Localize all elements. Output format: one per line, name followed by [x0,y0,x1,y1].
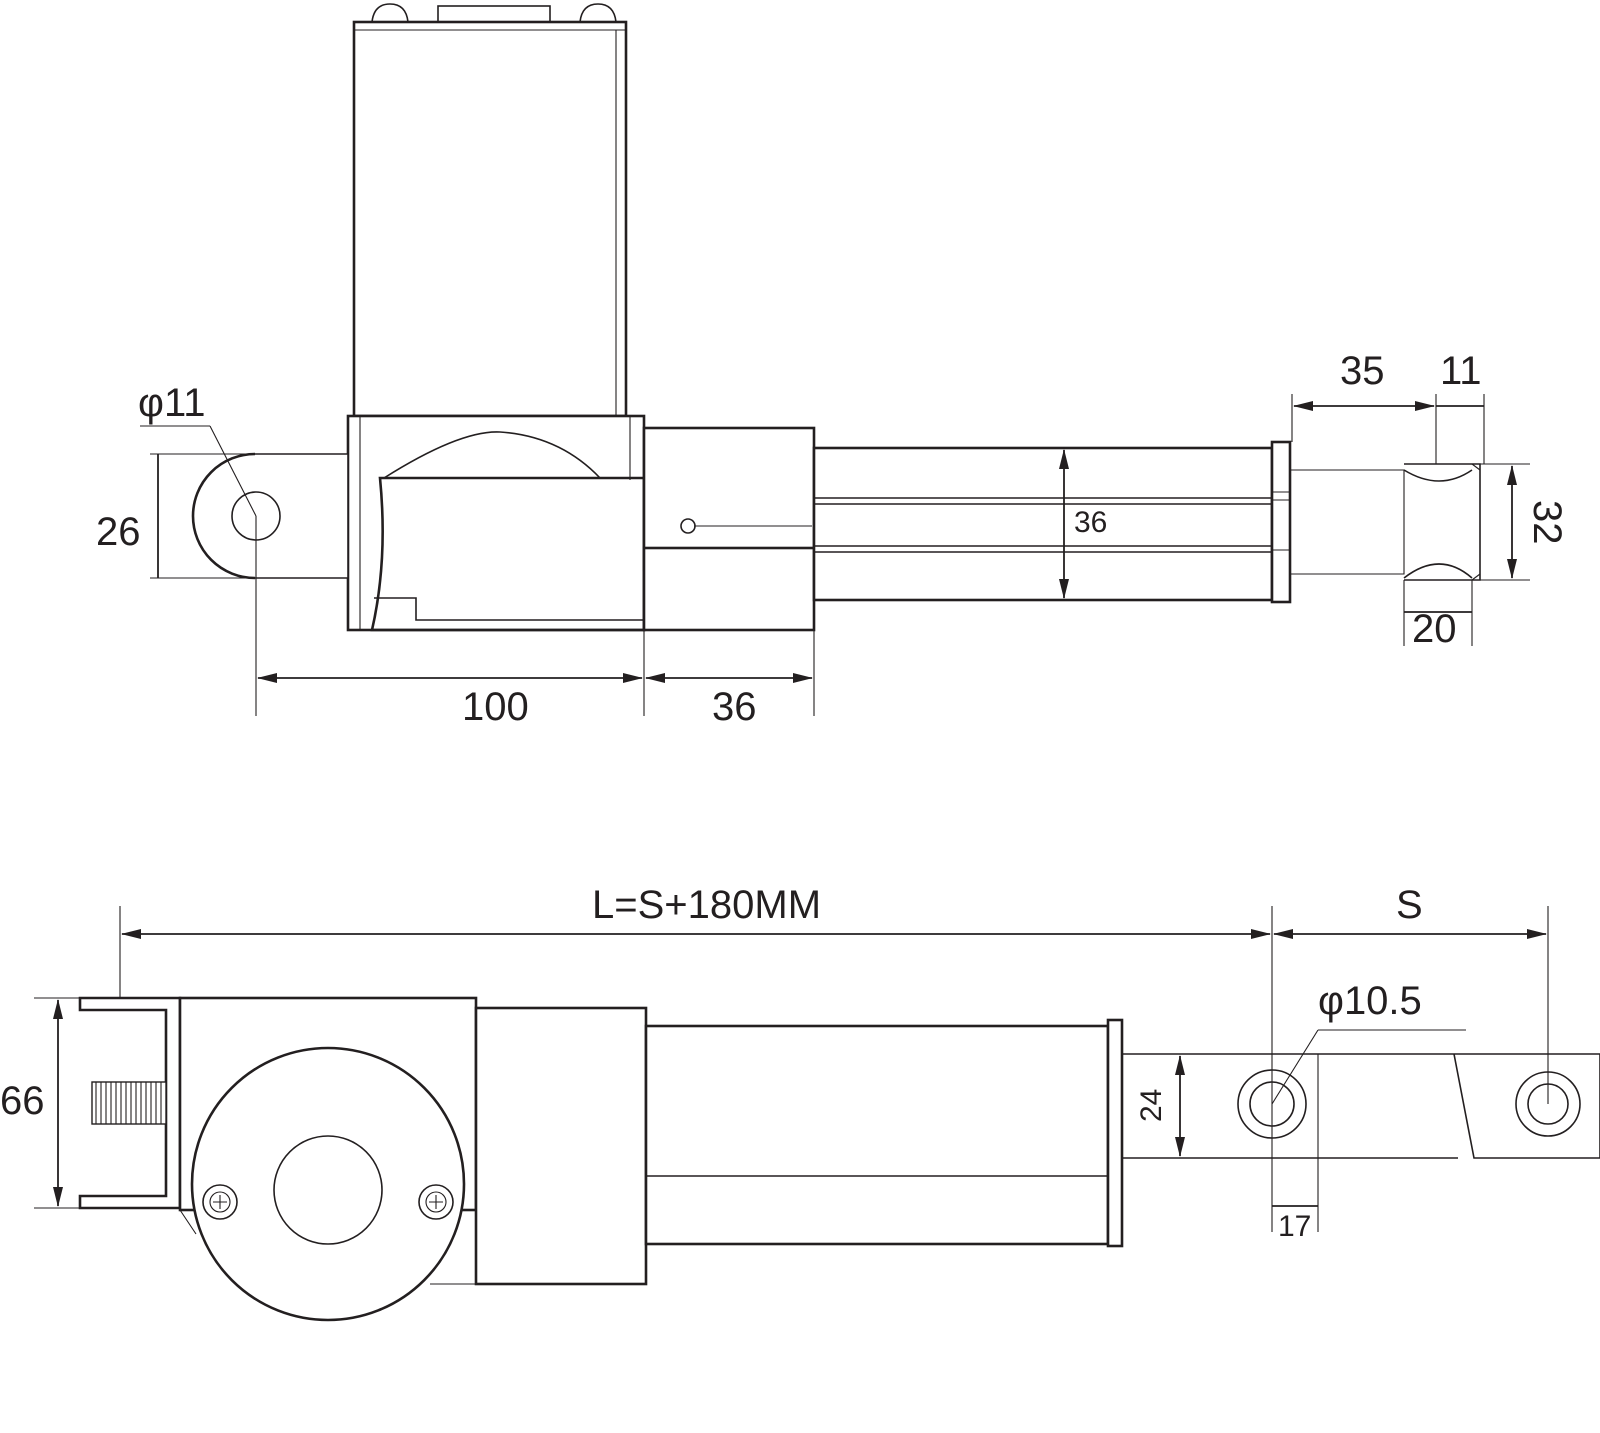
rod-end [1122,1029,1600,1159]
dim-phi-hole-label: φ10.5 [1318,979,1422,1023]
dim-hole-offset-label: 17 [1278,1210,1311,1243]
dim-tip-height: 32 [1480,463,1569,581]
dim-hole-offset: 17 [1272,1158,1319,1243]
dim-tip-width: 20 [1403,580,1473,651]
tube-side [644,1018,1124,1248]
top-view: 26 φ11 100 36 36 35 11 [96,3,1569,729]
gearbox-block [346,414,646,632]
dim-total-length-label: L=S+180MM [592,883,821,927]
dim-rod-height-label: 24 [1135,1089,1168,1122]
dim-tube-dia: 36 [1059,449,1107,599]
dim-tip-width-label: 20 [1412,607,1457,651]
dim-base-lengths: 100 36 [255,516,815,729]
bottom-view: L=S+180MM S φ10.5 66 24 17 [0,883,1600,1322]
inner-tube [812,440,1292,604]
dim-phi-eye-label: φ11 [138,381,205,425]
dim-height-label: 66 [0,1079,45,1123]
dim-stroke-label: S [1396,883,1423,927]
outer-tube [642,426,816,632]
dim-rod-height: 24 [1135,1055,1185,1157]
rod-tip [1290,463,1481,581]
dim-total-length: L=S+180MM S [119,883,1549,1232]
dim-eye-height: 26 [96,453,256,579]
dim-length-b-label: 36 [712,685,757,729]
rear-bracket [78,996,182,1210]
dim-tip-slot-label: 11 [1440,349,1482,393]
motor-cap [190,1046,466,1322]
motor-housing [352,3,628,418]
rear-eye [140,425,349,580]
dim-eye-height-label: 26 [96,510,141,554]
screw-right-icon [418,1184,454,1220]
dim-tip-height-label: 32 [1525,500,1569,545]
screw-left-icon [202,1184,238,1220]
dim-tip-lengths: 35 11 [1291,349,1485,464]
dim-tip-len-label: 35 [1340,349,1385,393]
dim-height: 66 [0,997,80,1209]
dim-length-a-label: 100 [462,685,529,729]
dim-tube-dia-label: 36 [1074,506,1107,539]
